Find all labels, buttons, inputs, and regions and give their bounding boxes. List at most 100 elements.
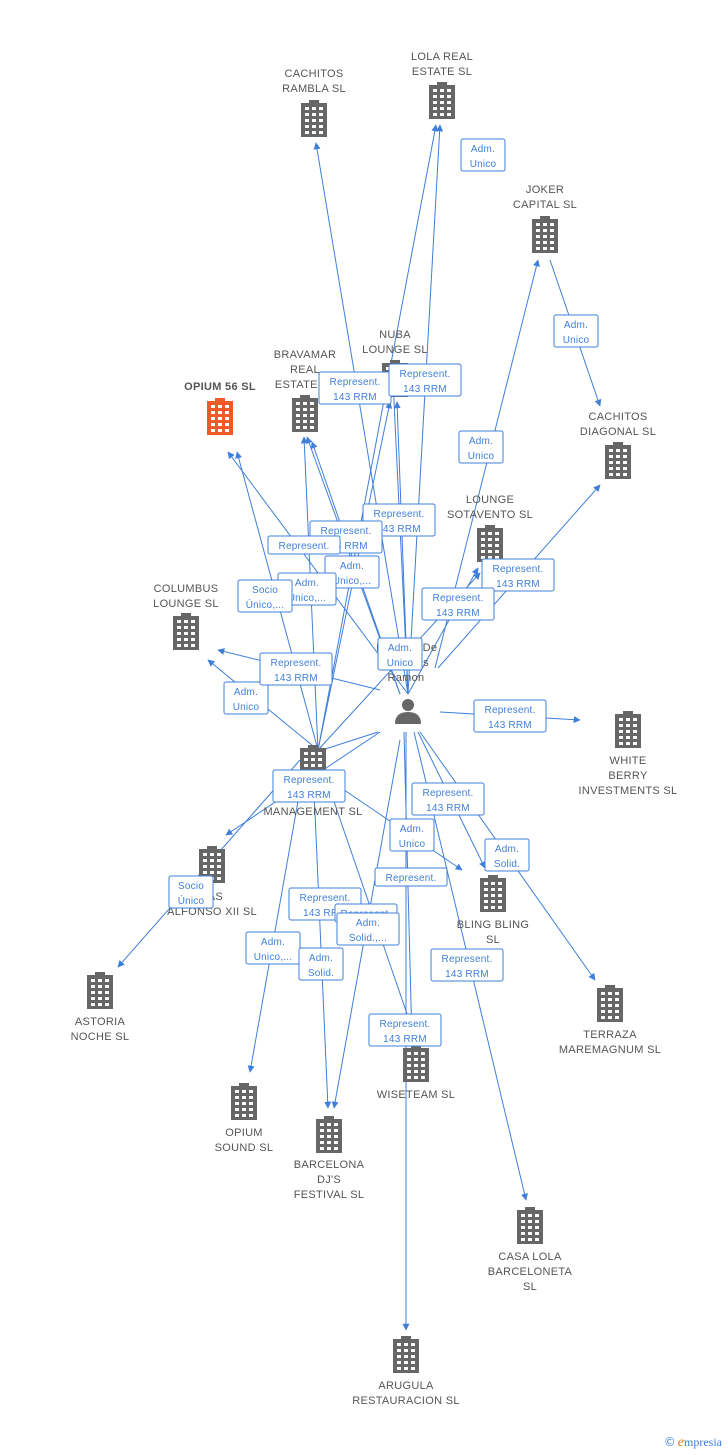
relation-label[interactable]: Adm.Solid.,... <box>336 912 400 946</box>
company-node-barcelona-djs[interactable]: BARCELONA DJ'S FESTIVAL SL <box>294 1116 365 1201</box>
building-icon[interactable] <box>477 525 503 562</box>
relation-label-text: Socio <box>178 881 204 892</box>
relation-label-text: Adm. <box>471 144 495 155</box>
relation-label-text: Represent. <box>271 658 322 669</box>
relation-label[interactable]: Represent.143 RRM <box>318 371 392 405</box>
company-node-opium56[interactable]: OPIUM 56 SL <box>184 381 256 435</box>
relation-label-text: 143 RRM <box>496 579 540 590</box>
company-name-line: BERRY <box>608 770 648 782</box>
relation-label-text: Unico,... <box>333 576 371 587</box>
relation-label[interactable]: Represent. 143 RRM <box>421 587 495 621</box>
relation-label[interactable]: Adm.Unico <box>223 681 269 715</box>
building-icon[interactable] <box>532 216 558 253</box>
relation-label[interactable]: Adm.Unico <box>553 314 599 348</box>
company-name-line: FESTIVAL SL <box>294 1189 365 1201</box>
building-icon[interactable] <box>231 1083 257 1120</box>
relation-label[interactable]: Adm.Unico,... <box>245 931 301 965</box>
relation-label[interactable]: Represent.143 RRM <box>473 699 547 733</box>
building-icon[interactable] <box>301 100 327 137</box>
building-icon[interactable] <box>403 1045 429 1082</box>
relation-label-text: Represent. <box>433 593 484 604</box>
relation-label[interactable]: Represent. 143 RRM <box>411 782 485 816</box>
company-name-line: INVESTMENTS SL <box>579 785 678 797</box>
relation-label-text: 143 RRM <box>303 908 347 919</box>
relation-label-text: Represent. <box>284 775 335 786</box>
company-node-wiseteam[interactable]: WISETEAM SL <box>377 1045 455 1101</box>
relation-label[interactable]: Adm.Unico <box>458 430 504 464</box>
building-icon[interactable] <box>615 711 641 748</box>
building-icon[interactable] <box>393 1336 419 1373</box>
relation-label-text: Único,... <box>246 598 284 611</box>
company-name-line: LOUNGE <box>466 494 514 506</box>
building-icon[interactable] <box>480 875 506 912</box>
relation-label[interactable]: Adm.Solid. <box>484 838 530 872</box>
relation-label-text: 143 RRM <box>436 608 480 619</box>
building-icon[interactable] <box>429 82 455 119</box>
relation-label-text: Represent. <box>423 788 474 799</box>
person-icon <box>395 699 421 724</box>
relation-label[interactable]: Represent.143 RRM <box>388 363 462 397</box>
relation-label[interactable]: Adm.Solid. <box>298 947 344 981</box>
relation-label[interactable]: Represent.143 RRM <box>430 948 504 982</box>
relation-label[interactable]: Adm.Unico,... <box>324 555 380 589</box>
company-name-line: SOUND SL <box>215 1142 274 1154</box>
building-icon[interactable] <box>605 442 631 479</box>
building-icon[interactable] <box>87 972 113 1009</box>
relation-edge <box>313 142 409 695</box>
company-node-white-berry[interactable]: WHITE BERRY INVESTMENTS SL <box>579 711 678 797</box>
relation-label[interactable]: Represent.143 RRM <box>272 769 346 803</box>
relation-label[interactable]: Represent.143 RRM <box>368 1013 442 1047</box>
company-name-line: REAL <box>290 364 320 376</box>
company-name-line: OPIUM 56 SL <box>184 381 256 393</box>
relation-label[interactable]: Adm.Unico <box>377 637 423 671</box>
relation-label[interactable]: Adm. Unico <box>460 138 506 172</box>
relation-label-text: Adm. <box>356 918 380 929</box>
company-name-line: DJ'S <box>317 1174 341 1186</box>
building-icon[interactable] <box>316 1116 342 1153</box>
relation-label-text: Adm. <box>564 320 588 331</box>
relation-label[interactable]: Represent.143 RRM <box>259 652 333 686</box>
relation-label-text: Represent. <box>330 377 381 388</box>
company-name-line: WHITE <box>610 755 647 767</box>
relation-label[interactable]: Represent. <box>267 535 341 555</box>
company-name-line: BARCELONA <box>294 1159 365 1171</box>
company-name-line: ALFONSO XII SL <box>167 906 257 918</box>
company-name-line: RESTAURACION SL <box>352 1395 460 1407</box>
relation-label-text: Adm. <box>400 824 424 835</box>
company-name-line: NOCHE SL <box>71 1031 130 1043</box>
brand-name: mpresia <box>684 1435 722 1449</box>
relation-label[interactable]: Represent. <box>374 867 448 887</box>
relation-label-text: 143 RRM <box>426 803 470 814</box>
company-node-arugula[interactable]: ARUGULA RESTAURACION SL <box>352 1336 460 1407</box>
relation-label-text: Socio <box>252 585 278 596</box>
building-icon[interactable] <box>207 398 233 435</box>
relation-label[interactable]: Adm. Unico <box>389 818 435 852</box>
building-icon[interactable] <box>292 395 318 432</box>
building-icon[interactable] <box>173 613 199 650</box>
building-icon[interactable] <box>597 985 623 1022</box>
company-name-line: SOTAVENTO SL <box>447 509 533 521</box>
relation-label[interactable]: SocioÚnico,... <box>237 579 293 613</box>
relation-label-text: 143 RRM <box>383 1034 427 1045</box>
company-node-lounge-sotavento[interactable]: LOUNGE SOTAVENTO SL <box>447 494 533 562</box>
relation-label-text: Unico <box>399 839 426 850</box>
company-name-line: ARUGULA <box>378 1380 434 1392</box>
relation-label-text: Unico <box>470 159 497 170</box>
building-icon[interactable] <box>517 1207 543 1244</box>
company-name-line: SL <box>486 934 500 946</box>
relation-label-text: 143 RRM <box>403 384 447 395</box>
relation-label-text: Represent. <box>374 509 425 520</box>
relation-label[interactable]: Represent.143 RRM <box>481 558 555 592</box>
